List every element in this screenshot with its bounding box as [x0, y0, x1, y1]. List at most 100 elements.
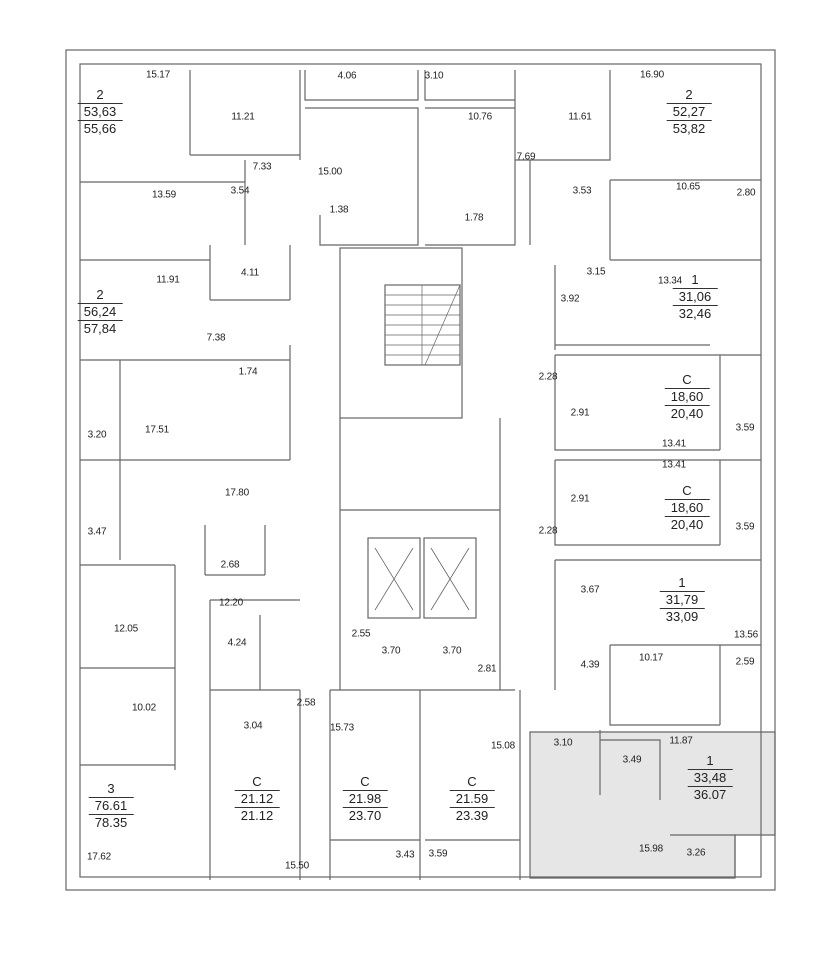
- room-area: 10.02: [131, 702, 157, 714]
- total-area: 33,09: [659, 608, 705, 625]
- room-area: 13.34: [657, 275, 683, 287]
- room-area: 3.04: [243, 720, 263, 732]
- living-area: 21.12: [234, 790, 280, 807]
- room-area: 2.28: [538, 525, 558, 537]
- room-area: 3.26: [686, 847, 706, 859]
- total-area: 23.70: [342, 807, 388, 824]
- apartment-type: C: [467, 774, 477, 789]
- apartment-type: C: [682, 483, 692, 498]
- room-area: 15.50: [284, 860, 310, 872]
- room-area: 12.20: [218, 597, 244, 609]
- total-area: 53,82: [666, 120, 712, 137]
- living-area: 53,63: [77, 103, 123, 120]
- living-area: 56,24: [77, 303, 123, 320]
- room-area: 2.68: [220, 559, 240, 571]
- room-area: 11.21: [231, 111, 255, 123]
- living-area: 31,06: [672, 288, 718, 305]
- room-area: 3.67: [580, 584, 600, 596]
- room-area: 2.28: [538, 371, 558, 383]
- living-area: 21.98: [342, 790, 388, 807]
- room-area: 15.73: [329, 722, 355, 734]
- room-area: 4.06: [337, 70, 357, 82]
- apartment-type: 1: [706, 753, 714, 768]
- room-area: 3.10: [553, 737, 573, 749]
- apartment-type: C: [682, 372, 692, 387]
- interior-walls-left: [80, 70, 301, 880]
- stair-steps: [385, 284, 461, 366]
- total-area: 20,40: [664, 405, 710, 422]
- apartment-type: 2: [96, 287, 104, 302]
- room-area: 16.90: [639, 69, 665, 81]
- interior-walls-right: [554, 354, 761, 726]
- room-area: 1.74: [238, 366, 258, 378]
- apartment-type: C: [252, 774, 262, 789]
- elevator-right: [423, 537, 477, 619]
- room-area: 1.78: [464, 212, 484, 224]
- room-area: 3.92: [560, 293, 580, 305]
- living-area: 76.61: [88, 797, 134, 814]
- apartment-type: 2: [96, 87, 104, 102]
- room-area: 4.39: [580, 659, 600, 671]
- room-area: 4.24: [227, 637, 247, 649]
- room-area: 1.38: [329, 204, 349, 216]
- room-area: 3.47: [87, 526, 107, 538]
- room-area: 11.87: [669, 735, 693, 747]
- room-area: 3.70: [381, 645, 401, 657]
- selected-apartment-fill[interactable]: [529, 731, 776, 879]
- room-area: 10.17: [638, 652, 664, 664]
- room-area: 3.15: [586, 266, 606, 278]
- room-area: 15.00: [317, 166, 343, 178]
- stair-core: [339, 247, 463, 419]
- total-area: 23.39: [449, 807, 495, 824]
- room-area: 2.58: [296, 697, 316, 709]
- room-area: 13.56: [733, 629, 759, 641]
- room-area: 12.05: [113, 623, 139, 635]
- total-area: 21.12: [234, 807, 280, 824]
- living-area: 18,60: [664, 388, 710, 405]
- room-area: 4.11: [241, 267, 259, 279]
- room-area: 11.61: [568, 111, 592, 123]
- living-area: 18,60: [664, 499, 710, 516]
- total-area: 20,40: [664, 516, 710, 533]
- living-area: 31,79: [659, 591, 705, 608]
- living-area: 52,27: [666, 103, 712, 120]
- room-area: 13.59: [151, 189, 177, 201]
- total-area: 55,66: [77, 120, 123, 137]
- room-area: 2.55: [351, 628, 371, 640]
- elevator-left: [367, 537, 421, 619]
- interior-walls-bottom: [329, 689, 736, 880]
- corridor-walls: [339, 418, 501, 690]
- room-area: 3.70: [442, 645, 462, 657]
- room-area: 10.65: [675, 181, 701, 193]
- room-area: 3.43: [395, 849, 415, 861]
- room-area: 7.69: [516, 151, 536, 163]
- room-area: 2.91: [570, 407, 590, 419]
- room-area: 17.51: [144, 424, 170, 436]
- apartment-type: 2: [685, 87, 693, 102]
- outer-wall: [65, 49, 776, 891]
- total-area: 36.07: [687, 786, 733, 803]
- room-area: 3.20: [87, 429, 107, 441]
- total-area: 32,46: [672, 305, 718, 322]
- apartment-type: 1: [678, 575, 686, 590]
- total-area: 78.35: [88, 814, 134, 831]
- room-area: 3.53: [572, 185, 592, 197]
- room-area: 10.76: [467, 111, 493, 123]
- room-area: 15.98: [638, 843, 664, 855]
- room-area: 3.59: [735, 521, 755, 533]
- room-area: 15.08: [490, 740, 516, 752]
- room-area: 13.41: [661, 438, 687, 450]
